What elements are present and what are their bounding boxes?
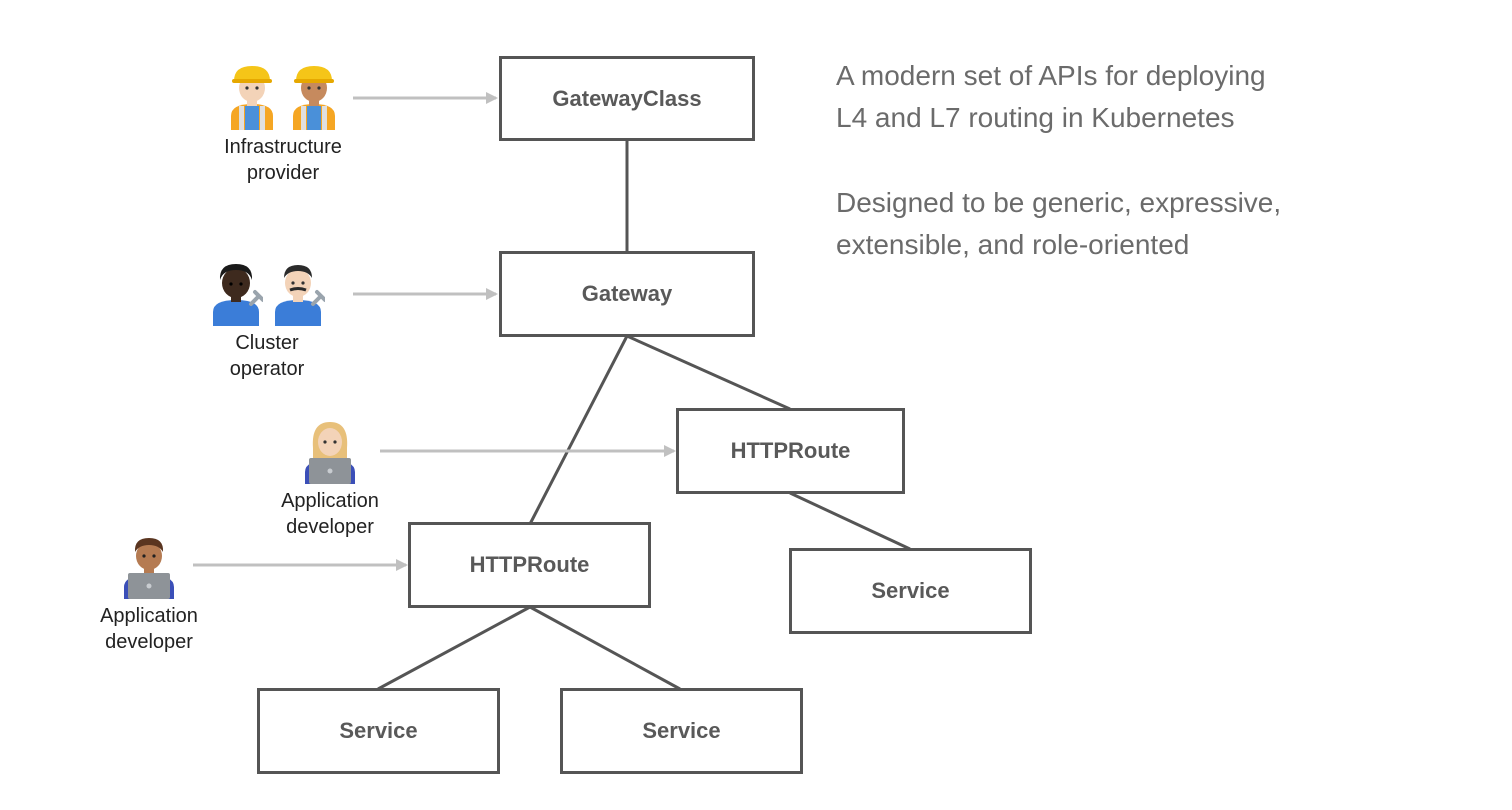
- construction-worker-icon: [293, 66, 335, 130]
- httproute-node-b: HTTPRoute: [408, 522, 651, 608]
- role-cluster-operator: Cluster operator: [177, 260, 357, 382]
- description-line-2: L4 and L7 routing in Kubernetes: [836, 102, 1235, 133]
- technologist-icon: [305, 422, 355, 484]
- connector-route-a-service: [789, 491, 911, 551]
- gateway-node: Gateway: [499, 251, 755, 337]
- connector-route-b-service-2: [529, 605, 681, 691]
- description-paragraph-2: Designed to be generic, expressive, exte…: [836, 182, 1281, 266]
- role-infrastructure-provider: Infrastructure provider: [193, 64, 373, 186]
- description-line-1: A modern set of APIs for deploying: [836, 60, 1266, 91]
- mechanic-icon: [213, 264, 263, 326]
- description-line-4: extensible, and role-oriented: [836, 229, 1190, 260]
- httproute-node-a: HTTPRoute: [676, 408, 905, 494]
- gatewayclass-node: GatewayClass: [499, 56, 755, 141]
- mechanic-icon: [275, 265, 325, 326]
- service-node-a: Service: [789, 548, 1032, 634]
- role-label-application-developer-a: Application developer: [281, 490, 379, 538]
- connector-gateway-route-b: [528, 335, 629, 525]
- role-label-application-developer-b: Application developer: [100, 605, 198, 653]
- technologist-icon: [124, 538, 174, 599]
- connector-route-b-service-1: [377, 605, 531, 691]
- role-application-developer-a: Application developer: [250, 418, 410, 540]
- service-node-b2: Service: [560, 688, 803, 774]
- description-line-3: Designed to be generic, expressive,: [836, 187, 1282, 218]
- service-node-b1: Service: [257, 688, 500, 774]
- construction-worker-icon: [231, 66, 273, 130]
- description-paragraph-1: A modern set of APIs for deploying L4 an…: [836, 55, 1266, 139]
- role-application-developer-b: Application developer: [69, 533, 229, 655]
- connector-gateway-route-a: [626, 334, 791, 411]
- role-label-cluster-operator: Cluster operator: [229, 332, 305, 380]
- role-label-infrastructure-provider: Infrastructure provider: [224, 136, 342, 184]
